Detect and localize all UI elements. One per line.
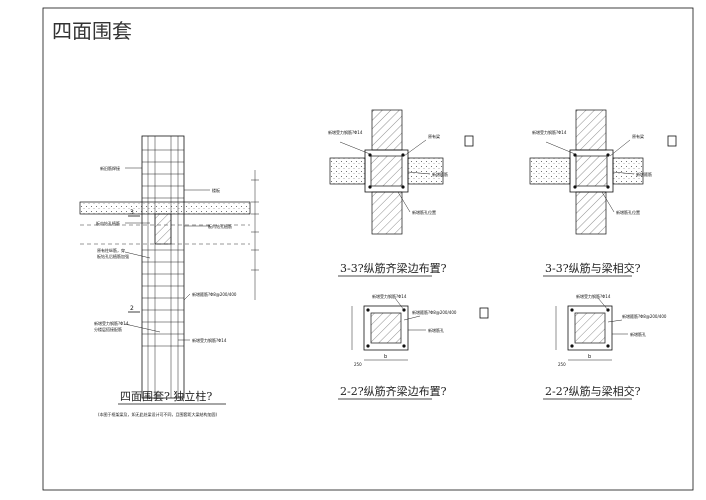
s22b-label-a: 新增受力钢筋?Φ14 (576, 293, 611, 299)
label-bar-note: 新增受力钢筋?Φ14 (192, 337, 227, 343)
section-3-3-b: 新增受力钢筋?Φ14 原有梁 新增箍筋 新增筋孔位置 3-3?纵筋与梁相交? (529, 109, 677, 277)
section-3-3-a: 新增受力钢筋?Φ14 原有梁 新增箍筋 新增筋孔位置 3-3?纵筋齐梁边布置? (328, 109, 474, 277)
s22a-label-c: 新增筋孔 (428, 327, 444, 333)
label-left4: 新增受力钢筋?Φ14, (94, 320, 130, 326)
section-mark-2: 2 (130, 305, 134, 312)
section-2-2-a: 新增受力钢筋?Φ14 新增箍筋?Φ8@200/400 新增筋孔 b 250 2-… (338, 293, 489, 400)
s22b-label-d: b (588, 354, 591, 360)
label-left1: 板内钻孔植筋 (96, 220, 120, 226)
sheet-title: 四面围套 (52, 19, 132, 43)
slab (79, 201, 251, 215)
s33b-label-d: 新增筋孔位置 (616, 209, 640, 215)
column-elevation: 3 2 新旧筋焊接 楼板 板内钻孔植筋 板内钻孔植筋 原有柱纵筋，穿 板钻孔后植… (79, 135, 259, 417)
section-mark-3: 3 (130, 209, 134, 216)
s33a-label-a: 新增受力钢筋?Φ14 (328, 129, 363, 135)
section-2-2-b: 新增受力钢筋?Φ14 新增箍筋?Φ8@200/400 新增筋孔 b 250 2-… (543, 293, 667, 400)
note-column: (本图于框架梁及，如无此处梁设计可不同，且围套距大梁结构加固) (98, 411, 218, 417)
s22b-label-e: 250 (558, 362, 566, 367)
label-tie-note: 新增箍筋?Φ8@200/400 (192, 291, 237, 297)
s33b-label-b: 原有梁 (632, 133, 644, 139)
s33a-label-b: 原有梁 (428, 133, 440, 139)
caption-s22a: 2-2?纵筋齐梁边布置? (340, 384, 447, 398)
s22b-label-c: 新增筋孔 (630, 331, 646, 337)
s33a-label-c: 新增箍筋 (432, 171, 448, 177)
column-outline (141, 135, 185, 399)
label-left2: 原有柱纵筋，穿 (97, 247, 125, 253)
label-left3: 板钻孔后植筋加强 (97, 253, 129, 259)
s22b-label-b: 新增箍筋?Φ8@200/400 (622, 313, 667, 319)
s33b-label-c: 新增箍筋 (636, 171, 652, 177)
sheet-border (42, 7, 694, 491)
s33a-label-d: 新增筋孔位置 (412, 209, 436, 215)
s22a-label-e: 250 (354, 362, 362, 367)
s22a-label-a: 新增受力钢筋?Φ14 (372, 293, 407, 299)
label-top-left: 新旧筋焊接 (100, 165, 120, 171)
label-left5: 分楼层搭接配筋 (94, 326, 122, 332)
caption-s22b: 2-2?纵筋与梁相交? (545, 384, 641, 398)
caption-column: 四面围套? 独立柱? (120, 389, 212, 403)
caption-s33b: 3-3?纵筋与梁相交? (545, 261, 641, 275)
s22a-label-d: b (384, 354, 387, 360)
s33b-label-a: 新增受力钢筋?Φ14 (532, 129, 567, 135)
label-slab: 楼板 (212, 187, 220, 193)
s22a-label-b: 新增箍筋?Φ8@200/400 (412, 309, 457, 315)
caption-s33a: 3-3?纵筋齐梁边布置? (340, 261, 447, 275)
label-right1: 板内钻孔植筋 (208, 223, 232, 229)
